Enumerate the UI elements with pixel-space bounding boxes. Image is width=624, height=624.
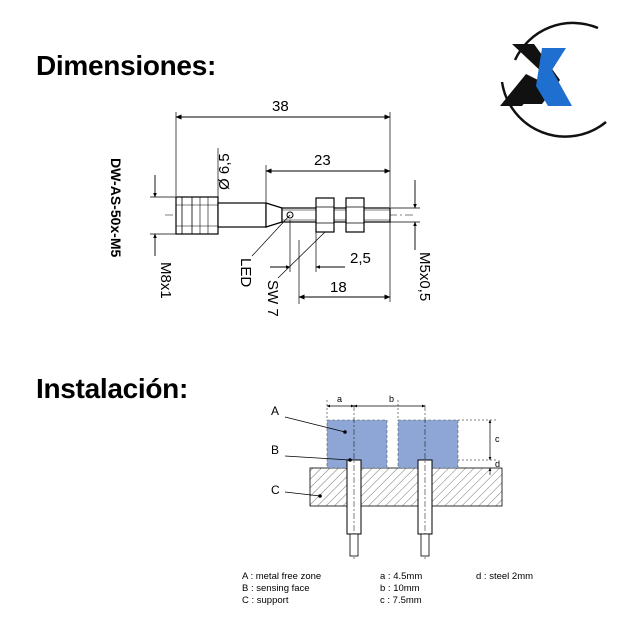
- label-thread-length: 23: [314, 152, 331, 169]
- dimensions-heading: Dimensiones:: [36, 50, 216, 81]
- sensor-dimension-drawing: 38 23 Ø 6,5 2,5 18 LED SW 7 M8x1 DW-AS-5…: [108, 98, 433, 317]
- marker-a: a: [337, 394, 342, 404]
- label-led: LED: [237, 258, 254, 287]
- legend-A: A : metal free zone: [242, 571, 321, 582]
- marker-d: d: [495, 459, 500, 469]
- support-block: [309, 467, 503, 507]
- marker-b: b: [389, 394, 394, 404]
- legend-c: c : 7.5mm: [380, 595, 422, 606]
- marker-C: C: [271, 483, 280, 497]
- label-wrench: SW 7: [264, 280, 281, 317]
- legend-d: d : steel 2mm: [476, 571, 533, 582]
- marker-c: c: [495, 434, 500, 444]
- legend-a: a : 4.5mm: [380, 571, 422, 582]
- marker-B: B: [271, 443, 279, 457]
- installation-heading: Instalación:: [36, 373, 188, 404]
- label-diameter: Ø 6,5: [216, 153, 233, 190]
- label-sensor-thread: M5x0,5: [416, 252, 433, 301]
- marker-A: A: [271, 404, 279, 418]
- x-logo-icon: [500, 21, 607, 138]
- label-led-offset: 2,5: [350, 250, 371, 267]
- legend-b: b : 10mm: [380, 583, 420, 594]
- model-label: DW-AS-50x-M5: [108, 158, 124, 257]
- label-overall-length: 38: [272, 98, 289, 115]
- legend-B: B : sensing face: [242, 583, 310, 594]
- label-nut-span: 18: [330, 279, 347, 296]
- installation-drawing: a b c d A B C A : metal free zone B : se…: [242, 394, 533, 606]
- label-connector-thread: M8x1: [157, 262, 174, 299]
- legend-C: C : support: [242, 595, 289, 606]
